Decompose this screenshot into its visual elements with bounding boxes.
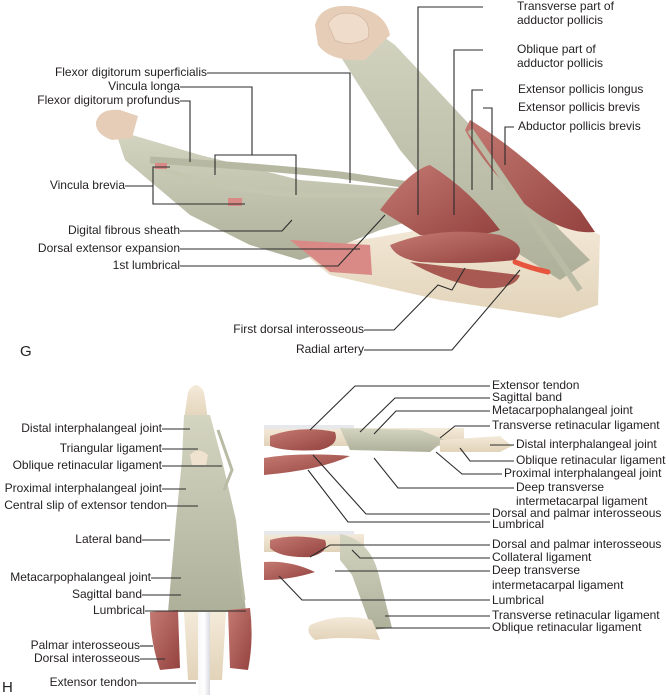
lumbrical-muscle-right: [228, 608, 252, 670]
label-flx-lumbrical: Lumbrical: [492, 593, 545, 607]
label-flx-oblique-retinacular: Oblique retinacular ligament: [492, 620, 642, 634]
label-flx-deep-transverse-line1: Deep transverse: [492, 563, 581, 577]
extensor-hood-flexed: [340, 534, 392, 630]
label-oblique-retinacular-ligament: Oblique retinacular ligament: [12, 458, 162, 472]
label-extensor-pollicis-longus: Extensor pollicis longus: [518, 82, 644, 96]
label-lumbrical: Lumbrical: [92, 603, 145, 617]
interosseous-lower: [410, 262, 520, 289]
lumbrical-tendon-strand: [234, 539, 246, 601]
label-metacarpophalangeal-joint: Metacarpophalangeal joint: [10, 570, 151, 584]
extensor-pollicis-tendons: [467, 128, 583, 292]
label-proximal-interphalangeal-joint: Proximal interphalangeal joint: [4, 481, 162, 495]
sheath-pulley: [228, 198, 242, 206]
label-vincula-longa: Vincula longa: [108, 79, 180, 93]
label-distal-interphalangeal-joint: Distal interphalangeal joint: [21, 421, 162, 435]
flexor-tendons: [149, 156, 431, 192]
label-extensor-pollicis-brevis: Extensor pollicis brevis: [518, 100, 641, 114]
extensor-hood: [168, 415, 246, 612]
lumbrical-muscle-flexed: [264, 561, 315, 580]
panel-letter-h: H: [2, 679, 13, 696]
label-transverse-adductor-line2: adductor pollicis: [517, 13, 604, 27]
extensor-tendon-top-flexed: [264, 531, 354, 535]
index-fingertip: [95, 109, 138, 140]
label-first-dorsal-interosseous: First dorsal interosseous: [233, 322, 364, 336]
panel-h-lateral-flexed-illustration: [264, 531, 392, 640]
label-extensor-tendon: Extensor tendon: [49, 675, 137, 689]
extensor-tendon-shaft: [198, 612, 210, 695]
extensor-tendon-top: [264, 425, 354, 429]
label-triangular-ligament: Triangular ligament: [59, 441, 162, 455]
label-ext-transverse-retinacular: Transverse retinacular ligament: [492, 418, 660, 432]
panel-h-dorsal-illustration: [150, 385, 252, 695]
panel-letter-g: G: [20, 343, 32, 360]
label-ext-lumbrical: Lumbrical: [492, 517, 545, 531]
sheath-pulley: [155, 163, 167, 169]
thumbnail: [327, 12, 370, 44]
lumbrical-muscle-lateral: [264, 454, 350, 475]
interosseous-muscle-flexed: [270, 536, 326, 558]
abductor-pollicis-brevis-muscle: [465, 120, 595, 233]
label-ext-proximal-interphalangeal-joint: Proximal interphalangeal joint: [504, 466, 662, 480]
oblique-retinacular-ligament-strand: [216, 429, 234, 491]
label-ext-distal-interphalangeal-joint: Distal interphalangeal joint: [516, 437, 657, 451]
label-flx-transverse-retinacular: Transverse retinacular ligament: [492, 608, 660, 622]
label-radial-artery: Radial artery: [295, 342, 364, 356]
label-abductor-pollicis-brevis: Abductor pollicis brevis: [518, 119, 641, 133]
label-ext-deep-transverse-line2: intermetacarpal ligament: [516, 494, 648, 508]
label-lateral-band: Lateral band: [75, 532, 142, 546]
label-flx-dorsal-palmar-interosseous: Dorsal and palmar interosseous: [492, 537, 662, 551]
label-dorsal-extensor-expansion: Dorsal extensor expansion: [37, 241, 180, 255]
fdp-tendon: [159, 165, 420, 198]
lumbrical-muscle-left: [150, 610, 180, 670]
label-transverse-adductor-line1: Transverse part of: [517, 0, 614, 13]
label-sagittal-band: Sagittal band: [71, 587, 142, 601]
extensor-hood-lateral: [340, 428, 445, 452]
label-dorsal-interosseous: Dorsal interosseous: [33, 651, 140, 665]
label-flx-deep-transverse-line2: intermetacarpal ligament: [492, 578, 624, 592]
label-flexor-digitorum-profundus: Flexor digitorum profundus: [37, 93, 180, 107]
distal-phalanx: [184, 385, 208, 420]
interosseous-muscle-lateral: [270, 429, 336, 451]
label-ext-deep-transverse-line1: Deep transverse: [516, 480, 605, 494]
label-ext-dorsal-palmar-interosseous: Dorsal and palmar interosseous: [492, 506, 662, 520]
label-ext-extensor-tendon: Extensor tendon: [492, 378, 580, 392]
label-ext-metacarpophalangeal-joint: Metacarpophalangeal joint: [492, 403, 633, 417]
label-vincula-brevia: Vincula brevia: [49, 178, 125, 192]
label-ext-oblique-retinacular: Oblique retinacular ligament: [516, 453, 666, 467]
label-flexor-digitorum-superficialis: Flexor digitorum superficialis: [54, 65, 207, 79]
label-oblique-adductor-line1: Oblique part of: [517, 42, 596, 56]
label-flx-collateral-ligament: Collateral ligament: [492, 550, 592, 564]
middle-distal-phalanges: [440, 436, 512, 452]
pip-joint-bone: [190, 450, 208, 465]
adductor-pollicis-muscle: [380, 165, 500, 237]
label-1st-lumbrical: 1st lumbrical: [112, 258, 180, 272]
leader-lines: [125, 6, 521, 684]
label-oblique-adductor-line2: adductor pollicis: [517, 56, 604, 70]
radial-artery: [512, 259, 551, 275]
label-central-slip-extensor-tendon: Central slip of extensor tendon: [4, 498, 167, 512]
first-dorsal-interosseous-muscle: [390, 231, 520, 264]
flexed-phalanges: [308, 616, 380, 640]
label-digital-fibrous-sheath: Digital fibrous sheath: [67, 223, 180, 237]
label-palmar-interosseous: Palmar interosseous: [30, 638, 140, 652]
label-ext-sagittal-band: Sagittal band: [492, 390, 563, 404]
panel-h-lateral-extended-illustration: [264, 425, 512, 475]
